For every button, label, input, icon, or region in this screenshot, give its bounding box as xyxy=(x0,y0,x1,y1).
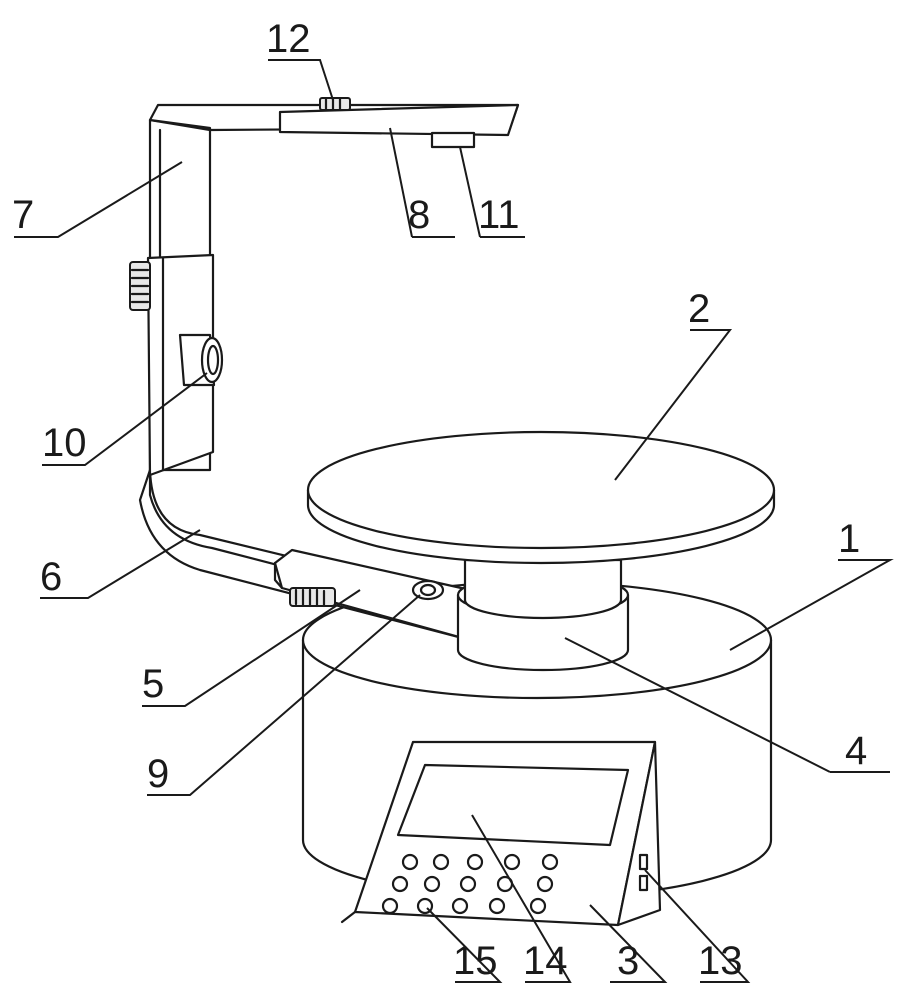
label-7: 7 xyxy=(12,193,34,237)
label-14: 14 xyxy=(523,939,568,983)
turntable xyxy=(308,432,774,563)
rotary-hub xyxy=(458,560,628,670)
label-8: 8 xyxy=(408,193,430,237)
display-screen xyxy=(398,765,628,845)
adjust-knob-side xyxy=(130,262,150,310)
label-9: 9 xyxy=(147,752,169,796)
camera-11 xyxy=(432,133,474,147)
label-4: 4 xyxy=(845,729,867,773)
label-11: 11 xyxy=(478,193,520,237)
label-15: 15 xyxy=(453,939,498,983)
label-5: 5 xyxy=(142,662,164,706)
label-10: 10 xyxy=(42,421,87,465)
adjust-knob-top xyxy=(320,98,350,110)
adjust-knob-lower xyxy=(290,588,335,606)
label-13: 13 xyxy=(698,939,743,983)
label-3: 3 xyxy=(617,939,639,983)
label-12: 12 xyxy=(266,17,311,61)
label-2: 2 xyxy=(688,287,710,331)
label-6: 6 xyxy=(40,555,62,599)
label-1: 1 xyxy=(838,517,860,561)
